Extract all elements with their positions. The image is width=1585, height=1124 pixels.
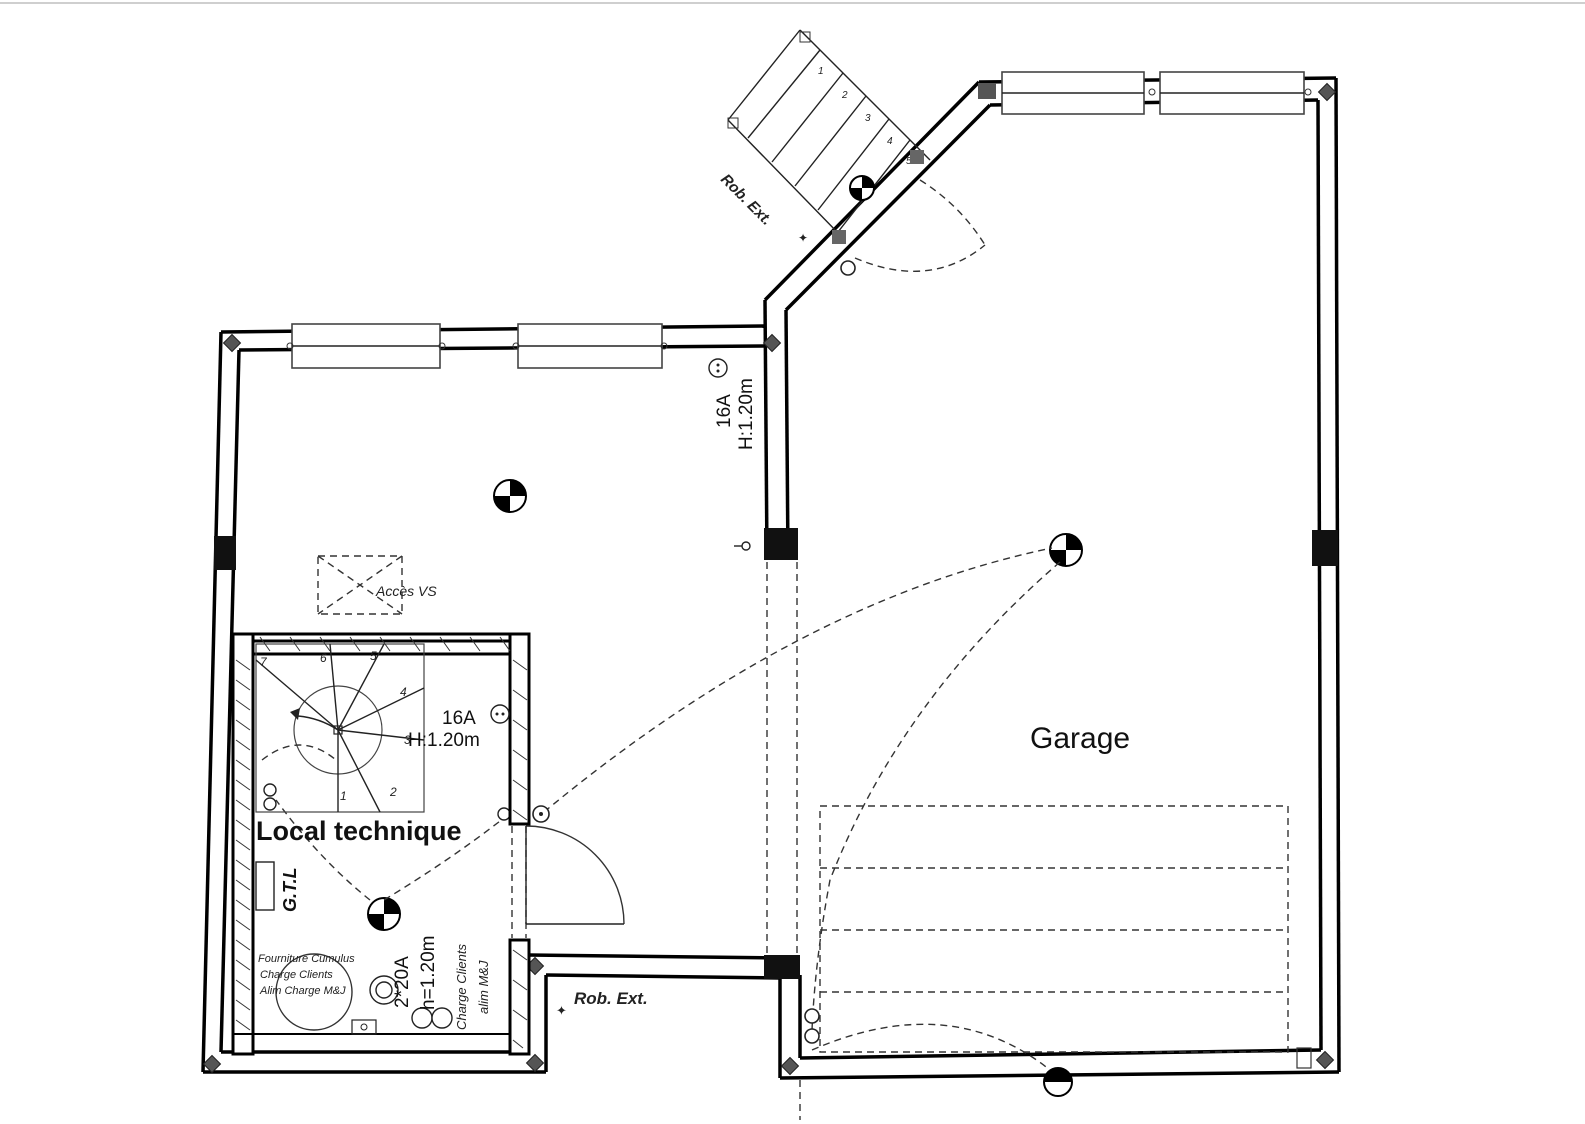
wall-posts	[214, 83, 1338, 979]
gtl-panel	[255, 861, 275, 911]
stair-step-label: 1	[340, 789, 347, 803]
spiral-staircase: 7 6 5 4 3 2 1	[255, 643, 425, 813]
ceiling-light-icon	[493, 479, 527, 513]
socket-icon	[708, 358, 728, 378]
note-line-1: Fourniture Cumulus	[258, 953, 355, 965]
ceiling-light-icon	[849, 175, 875, 201]
rob-ext-label-bottom: Rob. Ext.	[574, 989, 648, 1008]
acces-vs-label: Accès VS	[375, 583, 437, 599]
switch-icon	[840, 260, 856, 276]
stair-step-label: 5	[370, 649, 377, 663]
ceiling-light-icon	[1043, 1067, 1073, 1097]
windows	[286, 71, 1312, 369]
rob-ext-tap-icon: ✦	[798, 231, 808, 245]
socket-upper-height-label: H:1.20m	[736, 378, 757, 450]
ceiling-light-icon	[1049, 533, 1083, 567]
charge-clients-label: Charge Clients	[454, 944, 469, 1030]
local-door	[511, 825, 625, 938]
note-line-3: Alim Charge M&J	[259, 985, 346, 997]
entry-door-swing	[854, 244, 986, 272]
note-line-2: Charge Clients	[260, 969, 333, 981]
switch-icon	[532, 805, 550, 823]
garage-door	[819, 805, 1289, 1053]
garage-title: Garage	[1030, 722, 1130, 755]
socket-icon	[490, 704, 510, 724]
acces-vs-hatch	[317, 555, 403, 615]
stair-step-label: 4	[887, 136, 893, 147]
rob-ext-label-top: Rob. Ext.	[717, 171, 775, 229]
entry-door-swing-2	[919, 179, 986, 246]
socket-upper-amp-label: 16A	[714, 394, 735, 428]
stair-step-label: 4	[400, 685, 407, 699]
socket-local-amp-label: 16A	[442, 708, 476, 729]
inner-passage	[766, 562, 801, 1120]
alim-mj-label: alim M&J	[476, 960, 491, 1014]
gtl-label: G.T.L	[280, 867, 300, 912]
ceiling-light-icon	[367, 897, 401, 931]
switch-icon	[804, 1008, 820, 1044]
stair-step-label: 3	[865, 113, 871, 124]
local-technique-title: Local technique	[256, 816, 462, 846]
stair-step-label: 3	[404, 733, 411, 747]
rob-ext-tap-icon: ✦	[556, 1004, 567, 1019]
socket-local-height-label: H:1.20m	[408, 730, 480, 751]
corner-markers	[202, 82, 1337, 1076]
stair-step-label: 7	[260, 655, 268, 669]
stair-step-label: 1	[818, 66, 824, 77]
socket-icon	[351, 975, 399, 1035]
walls	[201, 76, 1341, 1080]
socket-double-amp-label: 2*20A	[392, 956, 413, 1008]
stair-step-label: 2	[389, 785, 397, 799]
switch-icon	[734, 541, 751, 551]
switch-icon	[263, 783, 511, 821]
exterior-stairs: 1 2 3 4 5	[727, 29, 931, 244]
stair-step-label: 5	[906, 156, 912, 167]
water-heater-icon	[275, 953, 353, 1031]
socket-icon	[411, 1007, 453, 1029]
socket-double-height-label: h=1.20m	[418, 936, 439, 1010]
garage-door-motor	[1296, 1047, 1312, 1069]
stair-step-label: 2	[841, 90, 848, 101]
stair-step-label: 6	[320, 651, 327, 665]
